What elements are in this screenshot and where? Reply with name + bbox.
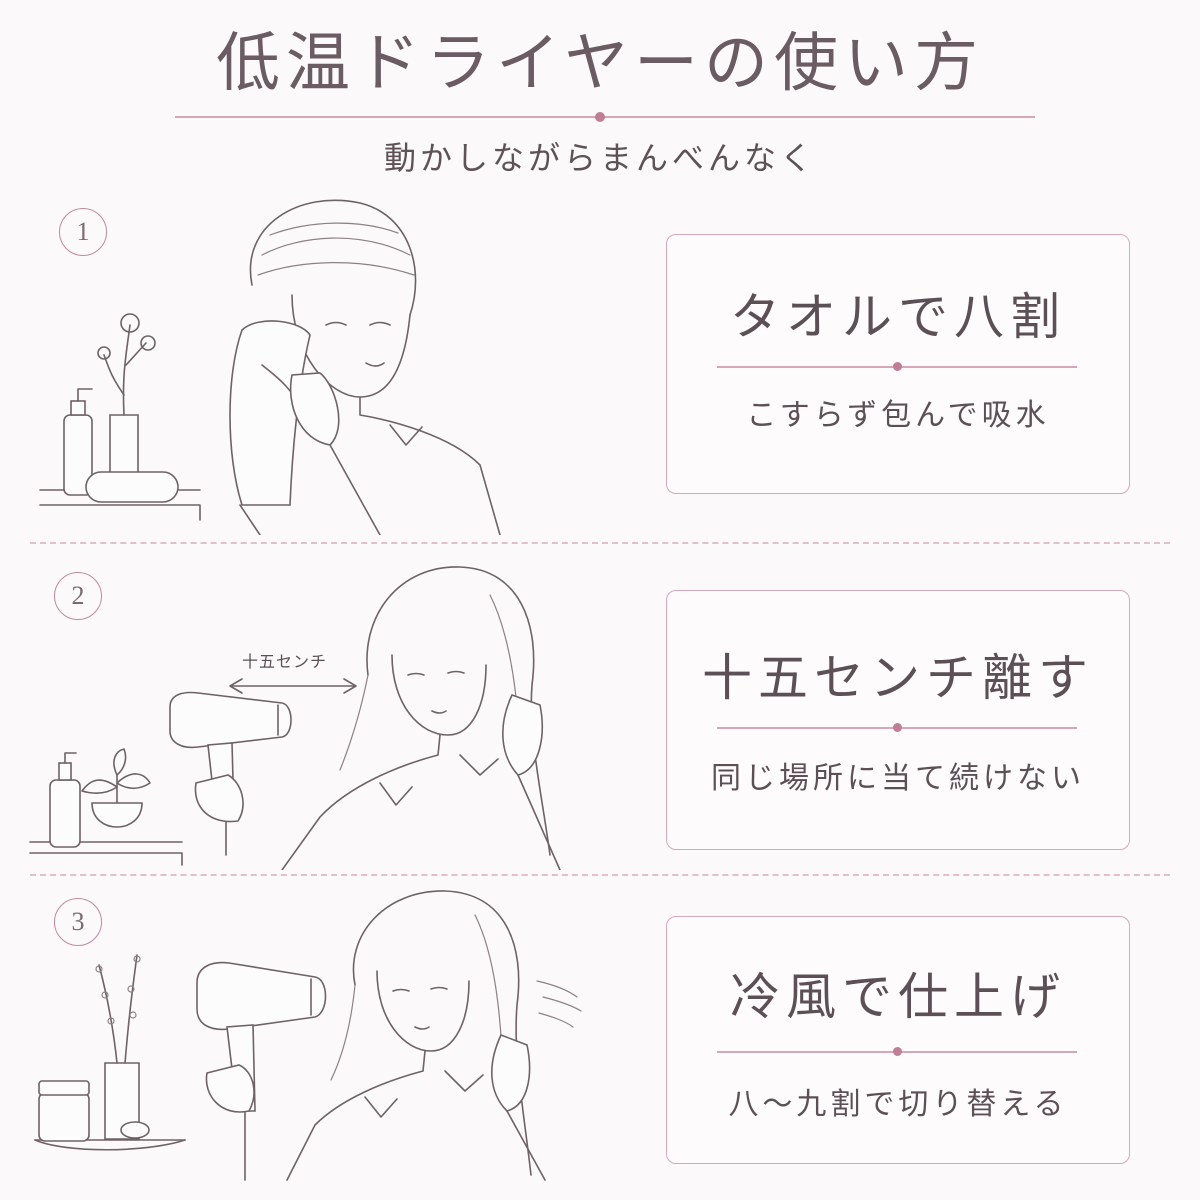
pump-bottle-icon xyxy=(49,779,81,848)
title-divider xyxy=(175,116,1035,118)
plant-pot-icon xyxy=(91,802,143,828)
step-3-heading: 冷風で仕上げ xyxy=(730,968,1066,1026)
step-1-card: タオルで八割 こすらず包んで吸水 xyxy=(666,234,1130,494)
branch-vase-icon xyxy=(104,1062,140,1140)
step-1-heading: タオルで八割 xyxy=(730,288,1066,346)
cool-air-lines-icon xyxy=(536,980,582,1028)
head-towel xyxy=(249,199,417,316)
rolled-towel-icon xyxy=(85,471,179,503)
step-2-number: 2 xyxy=(54,572,102,620)
step-1-illustration xyxy=(39,199,501,535)
step-3-divider-dot xyxy=(893,1047,902,1056)
distance-arrow-icon xyxy=(229,678,357,694)
step-2-illustration xyxy=(29,566,561,870)
step-2-heading: 十五センチ離す xyxy=(702,649,1094,707)
page-subtitle: 動かしながらまんべんなく xyxy=(383,139,816,177)
hair-outline xyxy=(352,890,532,1176)
towel-icon xyxy=(229,320,311,506)
section-separator-2 xyxy=(30,874,1170,876)
step-2-divider-dot xyxy=(893,723,902,732)
hair-dryer-icon xyxy=(169,691,292,856)
step-3-illustration xyxy=(34,890,582,1181)
flower-vase-icon xyxy=(109,414,139,481)
distance-label: 十五センチ xyxy=(242,652,328,671)
step-1-number: 1 xyxy=(59,208,107,256)
step-3-card: 冷風で仕上げ 八～九割で切り替える xyxy=(666,916,1130,1164)
step-2-card: 十五センチ離す 同じ場所に当て続けない xyxy=(666,590,1130,850)
section-separator-1 xyxy=(30,542,1170,544)
title-divider-dot xyxy=(595,112,605,122)
step-3-number: 3 xyxy=(54,898,102,946)
step-2-subtext: 同じ場所に当て続けない xyxy=(711,761,1085,796)
step-3-subtext: 八～九割で切り替える xyxy=(728,1087,1068,1122)
step-1-divider-dot xyxy=(893,362,902,371)
step-1-subtext: こすらず包んで吸水 xyxy=(746,398,1050,433)
cream-jar-icon xyxy=(38,1092,90,1142)
hair-outline xyxy=(366,566,551,856)
page-title: 低温ドライヤーの使い方 xyxy=(215,27,985,101)
